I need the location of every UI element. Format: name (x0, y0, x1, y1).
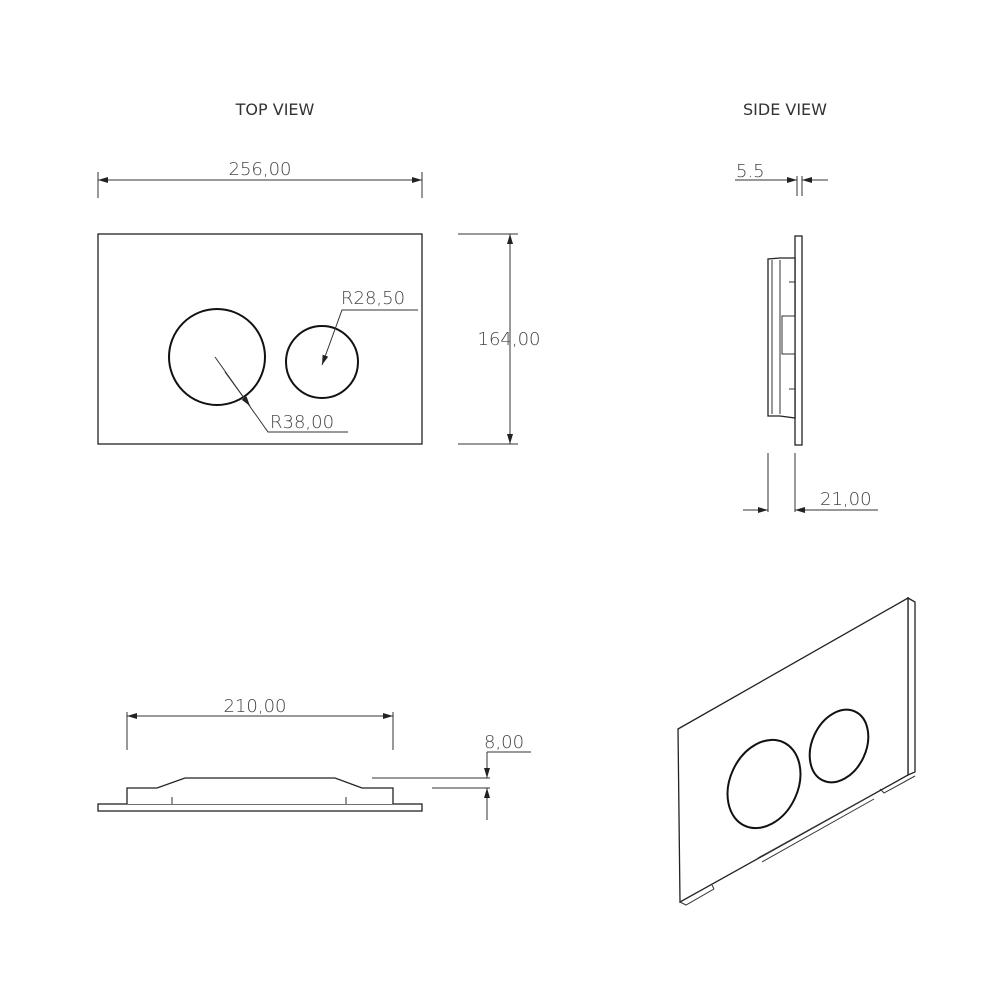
isometric-large-button (726, 738, 802, 830)
large-button-circle (168, 308, 266, 406)
radius-small-label: R28,50 (341, 288, 405, 309)
radius-large-leader: R38,00 (214, 356, 348, 433)
side-view-plate (794, 235, 803, 446)
bottom-view-body (126, 777, 394, 804)
top-view: 256,00 164,00 R28,50 R38,00 (97, 159, 541, 445)
top-view-plate (97, 233, 423, 445)
bottom-view-plate (97, 803, 423, 812)
body-width-label: 210,00 (224, 696, 287, 717)
side-view: 5.5 21,00 (735, 161, 878, 513)
width-dimension: 256,00 (97, 159, 423, 198)
thickness-dimension: 5.5 (735, 161, 828, 196)
depth-dimension: 21,00 (743, 453, 878, 513)
width-label: 256,00 (229, 159, 292, 180)
body-width-dimension: 210,00 (126, 696, 394, 750)
radius-large-label: R38,00 (270, 412, 334, 433)
small-button-circle (285, 325, 359, 399)
radius-small-leader: R28,50 (321, 288, 418, 366)
top-view-title: TOP VIEW (235, 100, 315, 119)
side-view-title: SIDE VIEW (743, 100, 827, 119)
depth-label: 21,00 (820, 489, 872, 510)
bottom-view: 210,00 8,00 (97, 696, 531, 820)
body-height-label: 8,00 (484, 732, 524, 753)
body-height-dimension: 8,00 (372, 732, 531, 820)
isometric-small-button (808, 708, 870, 784)
height-dimension: 164,00 (458, 233, 541, 445)
height-label: 164,00 (478, 329, 541, 350)
isometric-view (677, 596, 916, 906)
thickness-label: 5.5 (736, 161, 765, 182)
